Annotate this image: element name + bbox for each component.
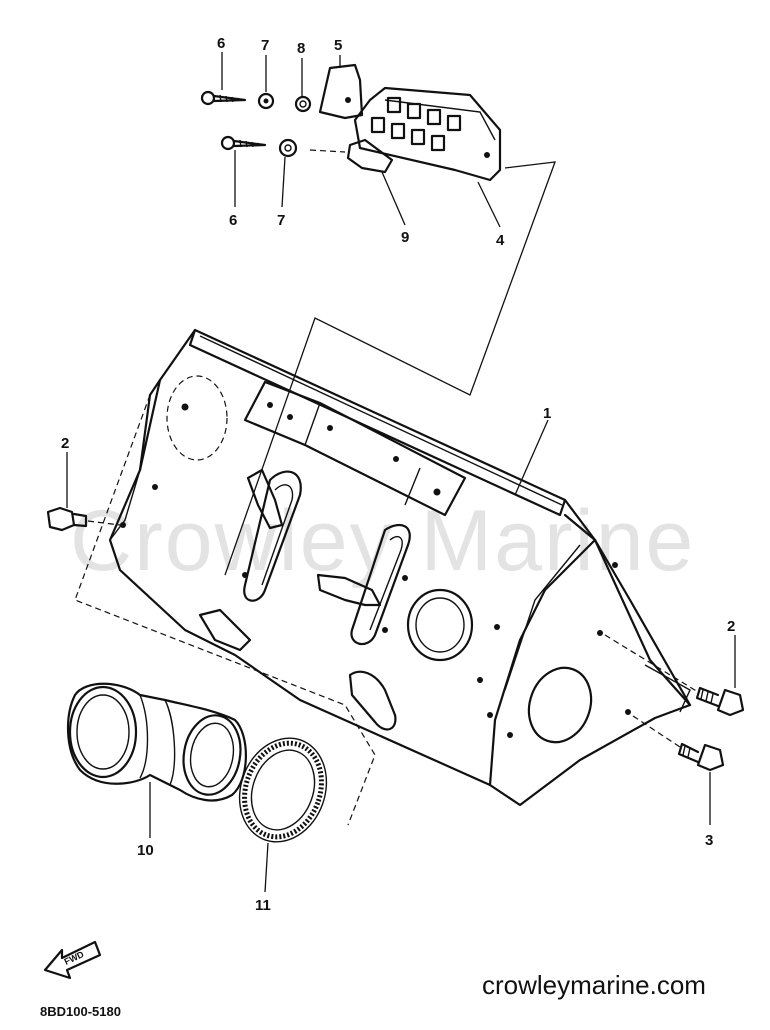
nut-part-8 [294, 95, 312, 113]
bolt-part-2-left [46, 506, 88, 532]
callout-3: 3 [705, 832, 713, 849]
screw-part-6-upper [200, 90, 247, 106]
gasket-part-11 [238, 737, 328, 843]
reference-lines [66, 52, 736, 893]
site-url: crowleymarine.com [482, 970, 706, 1000]
callout-5: 5 [334, 37, 342, 54]
callout-7-lower: 7 [277, 212, 285, 229]
watermark-text: Crowley Marine [70, 493, 695, 589]
connector-block-part-4 [353, 86, 502, 182]
washer-part-7-upper [257, 92, 275, 110]
callout-6-upper: 6 [217, 35, 225, 52]
callout-4: 4 [496, 232, 505, 249]
diagram-code: 8BD100-5180 [40, 1004, 121, 1019]
callout-9: 9 [401, 229, 409, 246]
callout-labels: 6 7 8 5 6 7 9 4 1 2 2 3 10 11 [61, 35, 735, 914]
clip-part-9 [346, 138, 394, 174]
washer-part-7-lower [278, 138, 298, 158]
hose-part-10 [67, 682, 247, 802]
callout-8: 8 [297, 40, 305, 57]
screw-part-6-lower [220, 135, 267, 151]
callout-2-left: 2 [61, 435, 69, 452]
bolt-part-2-right [695, 686, 745, 717]
callout-2-right: 2 [727, 618, 735, 635]
bracket-part-5 [318, 63, 364, 120]
callout-10: 10 [137, 842, 154, 859]
fwd-arrow: FWD [43, 940, 102, 980]
callout-1: 1 [543, 405, 551, 422]
callout-6-lower: 6 [229, 212, 237, 229]
callout-7-upper: 7 [261, 37, 269, 54]
panel-part-1 [108, 328, 692, 807]
bolt-part-3 [677, 742, 725, 772]
callout-11: 11 [255, 897, 271, 914]
